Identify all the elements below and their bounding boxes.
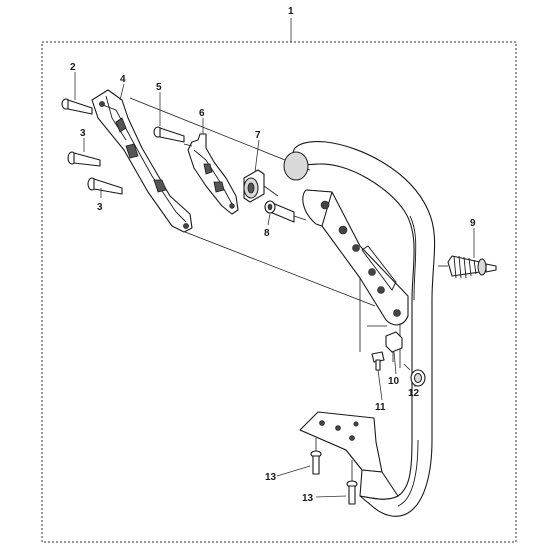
callout-13-upper: 13	[265, 472, 277, 483]
assembly-guide-line	[184, 231, 376, 307]
part-13-bolt-upper	[310, 438, 322, 475]
callout-11: 11	[375, 402, 386, 413]
part-8-sleeve	[264, 200, 307, 223]
callout-9: 9	[470, 218, 476, 229]
part-10-nut	[385, 331, 403, 362]
part-13-bolt-lower	[346, 460, 358, 505]
callout-7: 7	[255, 130, 261, 141]
callout-10: 10	[388, 376, 400, 387]
callout-3-lower: 3	[97, 202, 103, 213]
part-2-screw	[61, 98, 93, 115]
callout-3-upper: 3	[80, 128, 86, 139]
callout-5: 5	[156, 82, 162, 93]
callout-2: 2	[70, 62, 76, 73]
callout-8: 8	[264, 228, 270, 239]
callout-6: 6	[199, 108, 205, 119]
part-6-catch-plate	[183, 133, 239, 215]
leader-lines	[74, 72, 475, 498]
front-handle	[283, 141, 436, 517]
part-11-screw	[371, 351, 385, 371]
callout-1: 1	[288, 6, 294, 17]
callout-4: 4	[120, 74, 126, 85]
part-3-screw-upper	[67, 151, 101, 167]
callout-12: 12	[408, 388, 420, 399]
part-4-mount-plate	[91, 89, 193, 233]
part-9-av-spring	[438, 255, 497, 279]
bottom-mounting-plate	[299, 411, 399, 500]
part-3-screw-lower	[87, 177, 123, 195]
part-12-washer	[403, 363, 426, 387]
part-7-bushing	[243, 169, 279, 203]
handle-bracket	[302, 189, 409, 326]
assembly-frame	[41, 41, 517, 543]
part-5-screw	[153, 126, 185, 143]
callout-13-lower: 13	[302, 493, 314, 504]
